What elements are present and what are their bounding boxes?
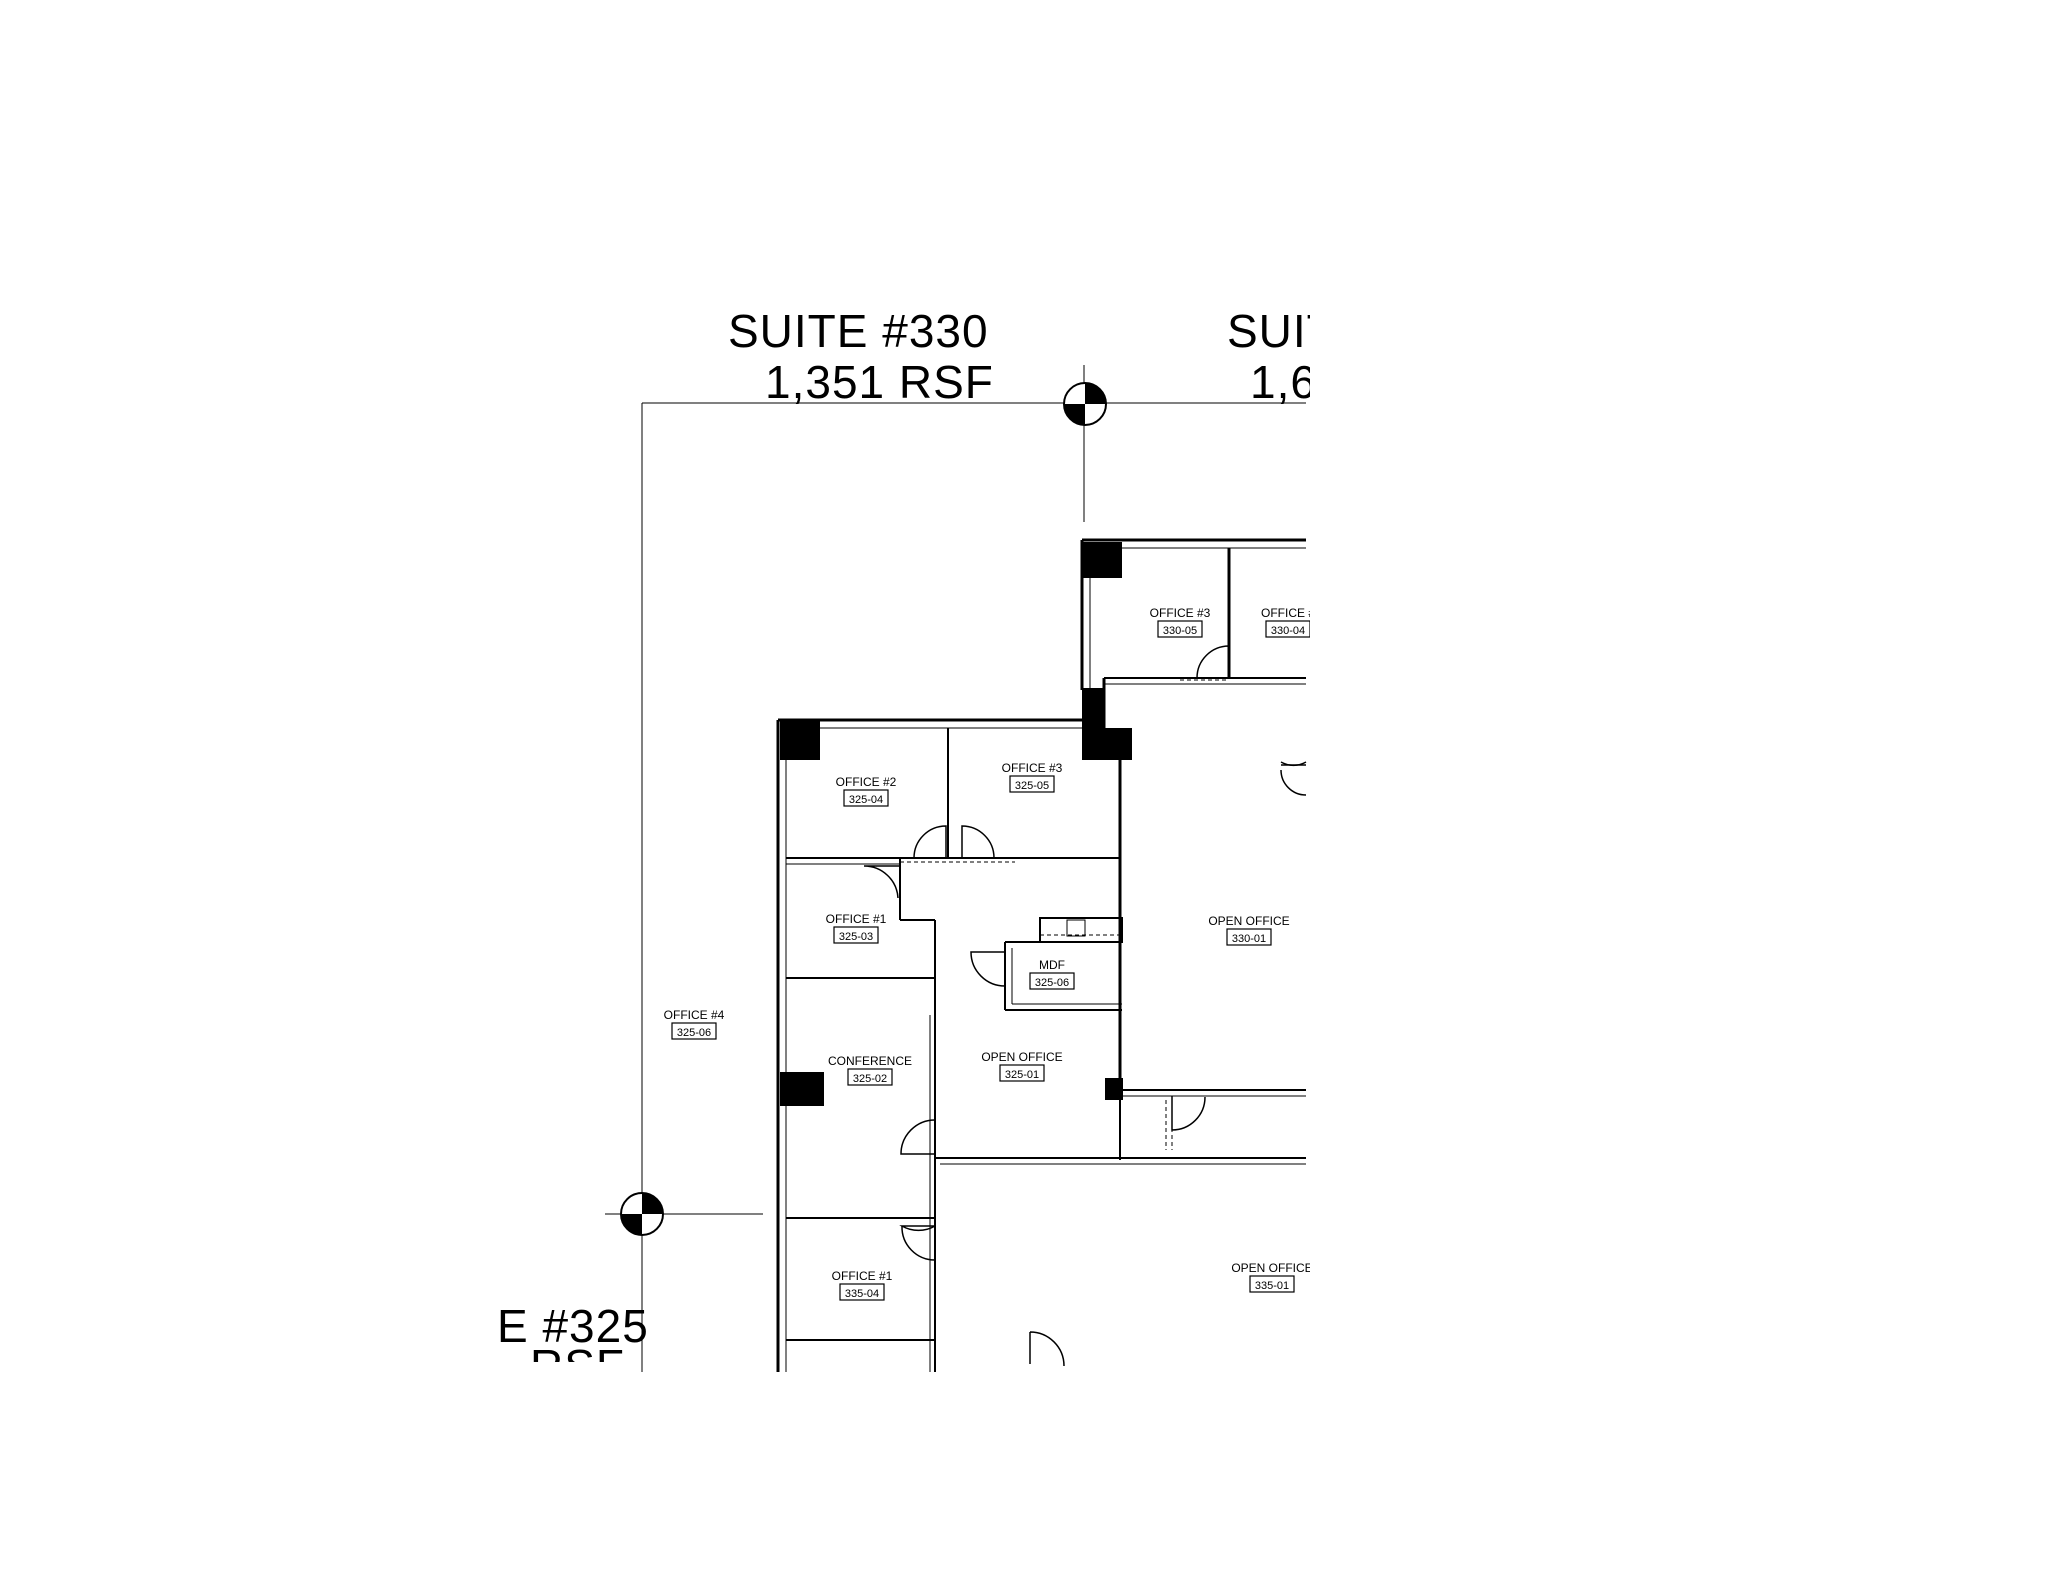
room-name: OPEN OFFICE [1208,914,1289,928]
room-label: OFFICE #1 325-03 [826,912,887,944]
room-number: 325-02 [853,1073,887,1085]
room-name: OFFICE #1 [832,1269,893,1283]
suite-boundary-lines [605,365,1306,1372]
column [780,720,820,760]
suite-330-area: 1,351 RSF [765,356,994,408]
suite-325-walls [776,718,1306,1372]
room-number: 325-06 [1035,977,1069,989]
room-label: CONFERENCE 325-02 [828,1054,912,1086]
column [1082,688,1104,740]
room-number: 325-04 [849,794,883,806]
room-number: 330-04 [1271,625,1305,637]
room-label: OPEN OFFICE 335-01 [1231,1261,1313,1293]
room-name: OFFICE #3 [1002,761,1063,775]
room-number: 330-05 [1163,625,1197,637]
room-label: OPEN OFFICE 325-01 [981,1050,1063,1082]
door-swings-upper [1165,645,1307,1150]
room-name: OFFICE #4 [664,1008,725,1022]
room-number: 335-01 [1255,1280,1289,1292]
room-label: MDF 325-06 [1029,958,1075,990]
room-name: OPEN OFFICE [981,1050,1062,1064]
suite-330-title: SUITE #330 [728,305,989,357]
room-name: OFFICE #1 [826,912,887,926]
suite-325-title: E #325 [497,1300,649,1352]
room-label: OFFICE #1 335-04 [832,1269,893,1301]
mdf-room-walls [1004,917,1123,1011]
room-number: 325-06 [677,1027,711,1039]
room-name: OFFICE #3 [1150,606,1211,620]
room-label: OFFICE #4 325-06 [664,1008,725,1040]
datum-marker-left [620,1192,664,1236]
door-swings-325 [863,825,1065,1367]
room-label: OFFICE #2 325-04 [836,775,897,807]
room-label: OPEN OFFICE 330-01 [1208,914,1290,946]
column [1105,1078,1123,1100]
column [1082,728,1132,760]
room-number: 325-05 [1015,780,1049,792]
room-name: OPEN OFFICE [1231,1261,1312,1275]
room-name: MDF [1039,958,1065,972]
room-label: OFFICE #3 325-05 [1002,761,1063,793]
room-number: 325-03 [839,931,873,943]
datum-marker-top [1063,382,1107,426]
suite-right-area: 1,6 [1250,356,1317,408]
column [780,1072,824,1106]
room-name: CONFERENCE [828,1054,912,1068]
room-number: 325-01 [1005,1069,1039,1081]
room-number: 335-04 [845,1288,879,1300]
room-number: 330-01 [1232,933,1266,945]
room-label: OFFICE #3 330-05 [1150,606,1211,638]
room-label: OFFICE # 330-04 [1261,606,1315,638]
room-name: OFFICE #2 [836,775,897,789]
column [1082,542,1122,578]
room-name: OFFICE # [1261,606,1315,620]
